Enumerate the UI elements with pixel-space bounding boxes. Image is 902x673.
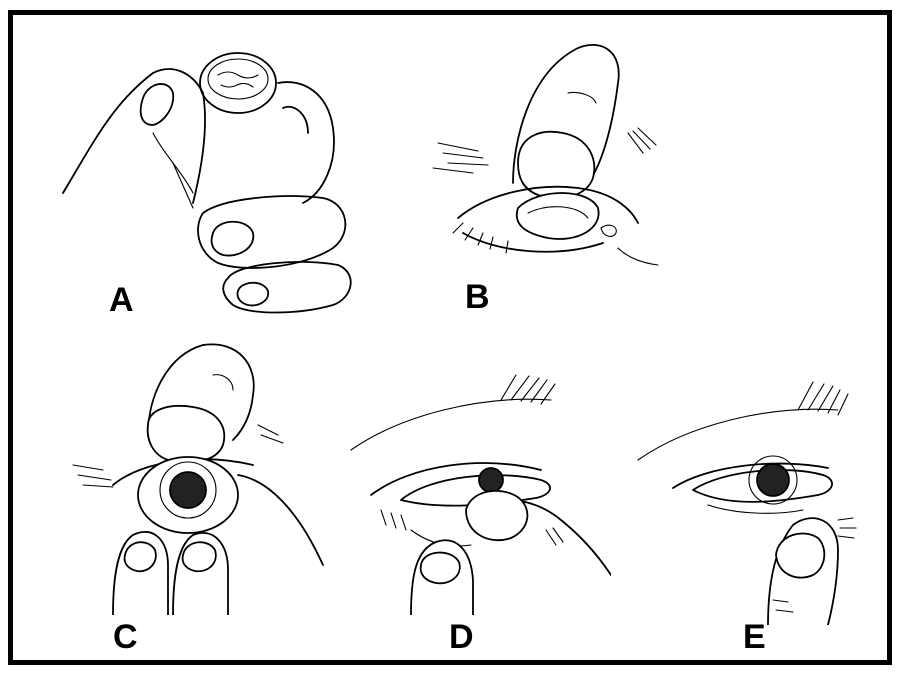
panel-c-illustration	[53, 335, 338, 615]
panel-a-label: A	[109, 283, 134, 317]
panel-e-illustration	[628, 370, 883, 625]
panel-d-label: D	[449, 620, 474, 654]
panel-b-illustration	[418, 33, 678, 298]
panel-a-illustration	[53, 33, 373, 323]
panel-e-label: E	[743, 620, 766, 654]
figure-frame: A B	[8, 10, 892, 665]
panel-b-label: B	[465, 280, 490, 314]
panel-d-illustration	[341, 370, 611, 615]
panel-c-label: C	[113, 620, 138, 654]
